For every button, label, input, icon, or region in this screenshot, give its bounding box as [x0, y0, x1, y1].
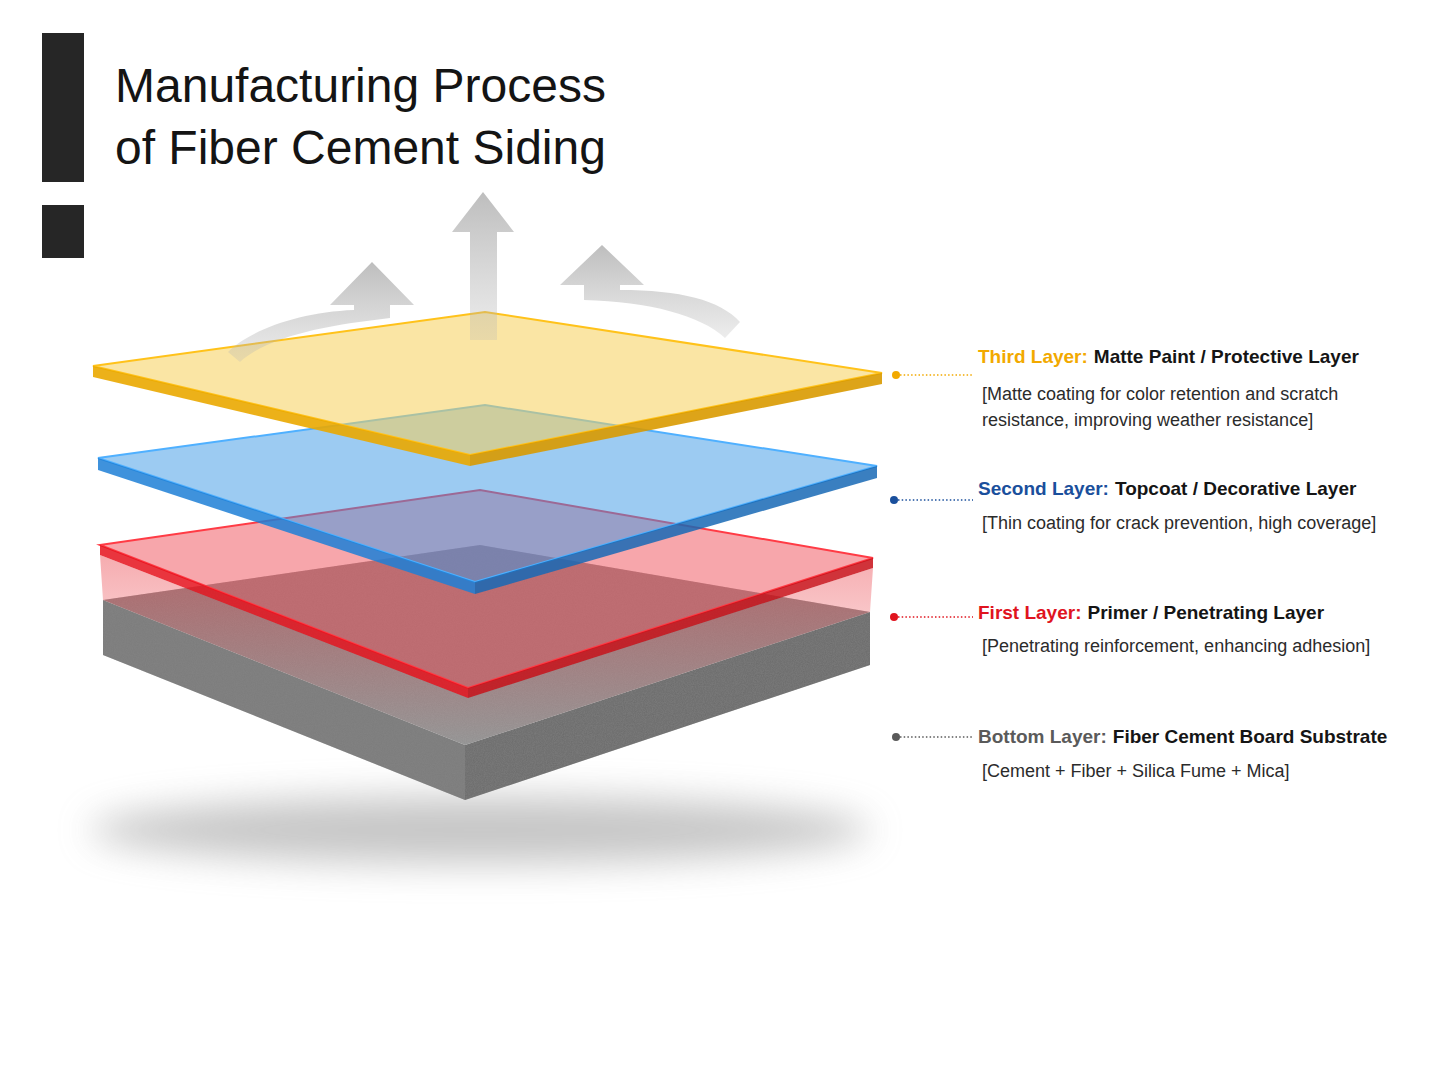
drop-shadow: [90, 796, 870, 864]
layer-title: Matte Paint / Protective Layer: [1094, 345, 1359, 369]
layer-description: [Matte coating for color retention and s…: [982, 381, 1422, 433]
vapor-arrows: [228, 192, 740, 362]
title-bar: [42, 205, 84, 258]
layer-description: [Penetrating reinforcement, enhancing ad…: [982, 633, 1422, 659]
layer-name: First Layer:: [978, 601, 1081, 625]
layer-description: [Thin coating for crack prevention, high…: [982, 510, 1422, 536]
leader-lines: [898, 375, 973, 737]
layer-name: Third Layer:: [978, 345, 1088, 369]
layer-name: Second Layer:: [978, 477, 1109, 501]
layer-title: Topcoat / Decorative Layer: [1115, 477, 1356, 501]
title-bar: [42, 33, 84, 182]
layer-name: Bottom Layer:: [978, 725, 1107, 749]
layer-description: [Cement + Fiber + Silica Fume + Mica]: [982, 758, 1422, 784]
layer-title: Fiber Cement Board Substrate: [1113, 725, 1388, 749]
layer-title: Primer / Penetrating Layer: [1087, 601, 1324, 625]
diagram-title: Manufacturing Process of Fiber Cement Si…: [115, 55, 635, 179]
callout-dots: [890, 371, 900, 741]
